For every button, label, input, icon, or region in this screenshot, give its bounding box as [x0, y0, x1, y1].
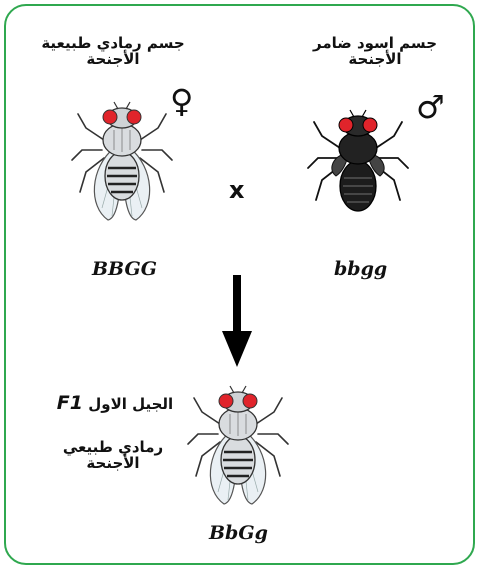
male-label-line2: الأجنحة [290, 52, 460, 68]
gray-fly-female-image [62, 88, 182, 233]
female-label-line2: الأجنحة [28, 52, 198, 68]
cross-result-arrow [222, 275, 252, 370]
gray-fly-f1-image [178, 372, 298, 517]
female-genotype: BBGG [92, 258, 157, 280]
f1-generation-label: الجيل الاول F1 [40, 394, 190, 414]
f1-label-line2: الأجنحة [48, 456, 178, 472]
cross-symbol: x [229, 176, 244, 204]
male-genotype: bbgg [334, 258, 387, 280]
male-symbol: ♂ [416, 88, 445, 126]
black-fly-male-image [298, 96, 418, 241]
female-phenotype-label: جسم رمادي طبيعية الأجنحة [28, 36, 198, 68]
f1-generation-code: F1 [57, 392, 83, 414]
f1-genotype: BbGg [209, 522, 268, 544]
f1-generation-name: الجيل الاول [88, 395, 173, 413]
f1-phenotype-label: رمادي طبيعي الأجنحة [48, 440, 178, 472]
male-phenotype-label: جسم اسود ضامر الأجنحة [290, 36, 460, 68]
